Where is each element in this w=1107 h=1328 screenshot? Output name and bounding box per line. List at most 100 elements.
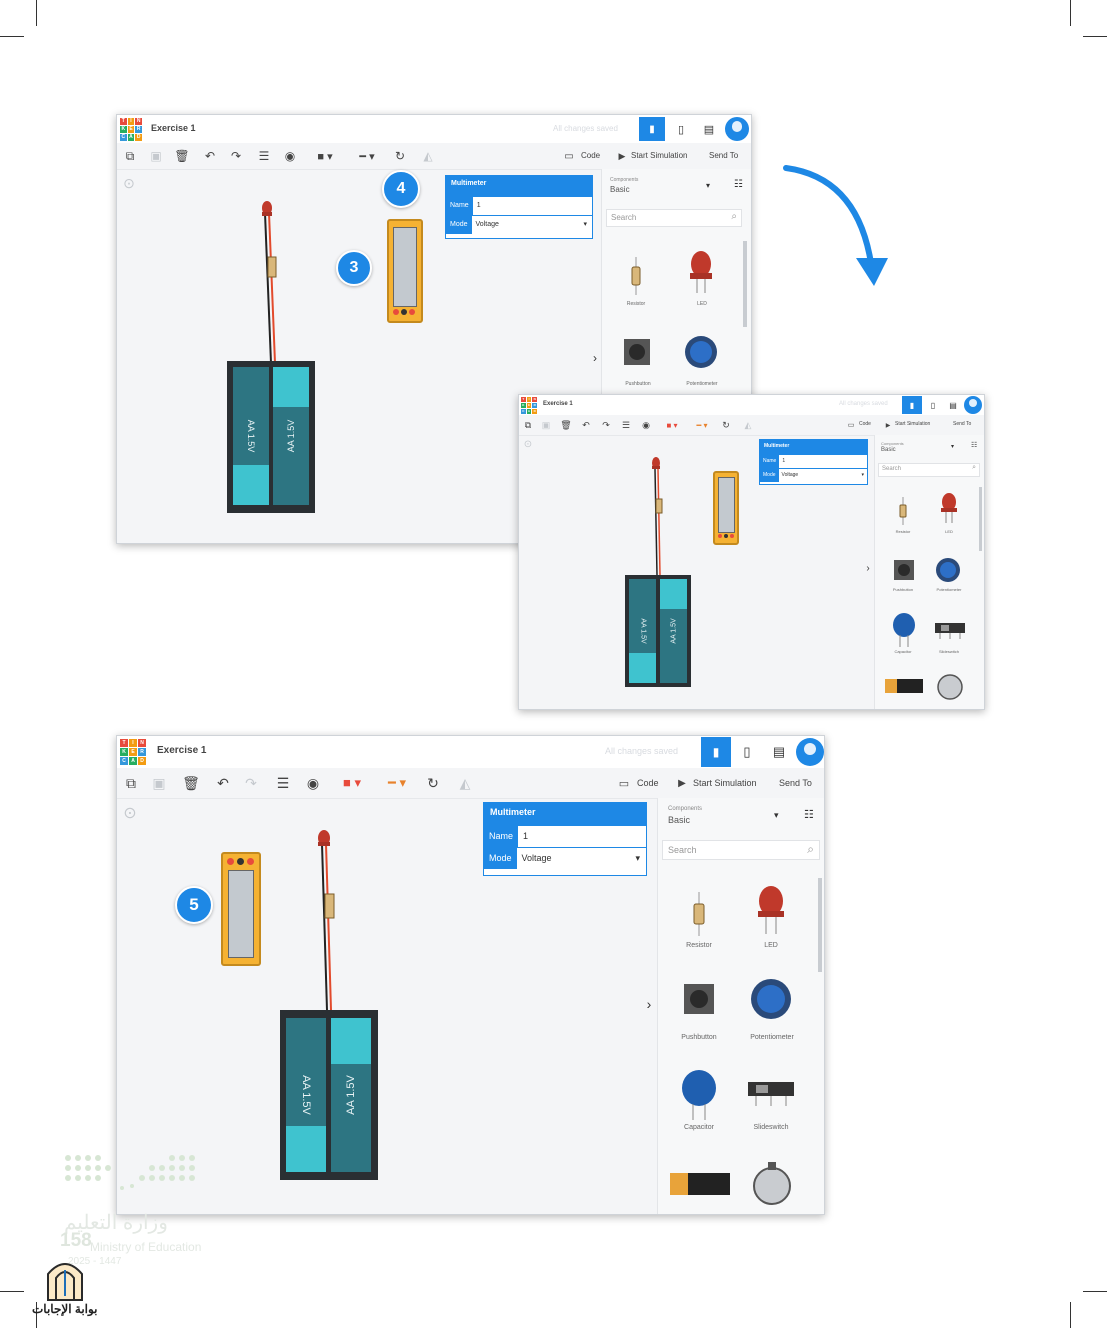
user-avatar[interactable] xyxy=(964,396,982,414)
delete-icon[interactable]: 🗑 xyxy=(174,149,190,163)
view-icon[interactable]: ◉ xyxy=(642,419,650,430)
name-field[interactable]: 1 xyxy=(782,458,786,464)
color-picker-icon[interactable]: ■ ▾ xyxy=(317,150,333,163)
resistor-icon[interactable] xyxy=(899,497,907,525)
component-list-icon[interactable]: ▯ xyxy=(743,744,751,759)
schematic-view-icon[interactable]: ▤ xyxy=(949,400,957,410)
play-icon[interactable]: ▶ xyxy=(678,777,686,789)
rotate-icon[interactable]: ↻ xyxy=(427,774,439,791)
circuit-canvas[interactable]: ⊙ AA 1.5V AA 1.5V Multimeter xyxy=(519,435,874,709)
slideswitch-icon[interactable] xyxy=(748,1078,794,1106)
led-icon[interactable] xyxy=(651,457,661,473)
circuit-canvas[interactable]: ⊙ AA 1.5V AA 1.5V Multimeter xyxy=(117,798,657,1214)
copy-icon[interactable]: ⧉ xyxy=(126,774,136,791)
code-button[interactable]: Code xyxy=(581,151,601,160)
play-icon[interactable]: ▶ xyxy=(618,150,626,161)
components-dropdown[interactable]: Basic xyxy=(881,447,896,453)
undo-icon[interactable]: ↶ xyxy=(204,149,216,163)
panel-scrollbar[interactable] xyxy=(979,487,982,551)
redo-icon[interactable]: ↷ xyxy=(230,149,242,163)
component-search[interactable]: Search ⌕ xyxy=(878,463,980,477)
color-picker-icon[interactable]: ■ ▾ xyxy=(343,775,361,790)
flip-icon[interactable]: ◭ xyxy=(744,419,752,430)
code-icon[interactable]: ▭ xyxy=(847,422,855,429)
paste-icon[interactable]: ▣ xyxy=(541,419,551,430)
components-dropdown[interactable]: Basic xyxy=(610,185,630,194)
rotate-icon[interactable]: ↻ xyxy=(722,419,730,430)
probe-terminal[interactable] xyxy=(393,309,399,315)
user-avatar[interactable] xyxy=(725,117,749,141)
chevron-down-icon[interactable]: ▾ xyxy=(861,472,864,478)
notes-icon[interactable]: ☰ xyxy=(258,149,270,163)
code-icon[interactable]: ▭ xyxy=(564,150,574,162)
undo-icon[interactable]: ↶ xyxy=(217,774,229,791)
led-icon[interactable] xyxy=(690,251,712,293)
schematic-view-icon[interactable]: ▤ xyxy=(703,123,715,136)
send-to-button[interactable]: Send To xyxy=(779,778,812,788)
code-button[interactable]: Code xyxy=(637,778,659,788)
mode-select[interactable]: Voltage xyxy=(475,221,499,228)
battery-pack[interactable]: AA 1.5V AA 1.5V xyxy=(625,575,691,687)
led-icon[interactable] xyxy=(758,886,784,934)
potentiometer-icon[interactable] xyxy=(750,978,792,1020)
circuit-view-icon[interactable]: ▮ xyxy=(701,737,731,767)
pushbutton-icon[interactable] xyxy=(682,982,716,1016)
paste-icon[interactable]: ▣ xyxy=(150,149,162,163)
wire-type-icon[interactable]: ━ ▾ xyxy=(696,420,708,430)
list-view-icon[interactable]: ☷ xyxy=(804,809,814,821)
rotate-icon[interactable]: ↻ xyxy=(394,149,406,163)
resistor-icon[interactable] xyxy=(630,257,642,295)
copy-icon[interactable]: ⧉ xyxy=(125,148,135,163)
battery-9v-icon[interactable] xyxy=(670,1170,730,1198)
schematic-view-icon[interactable]: ▤ xyxy=(772,744,786,759)
view-icon[interactable]: ◉ xyxy=(306,774,320,791)
wire-type-icon[interactable]: ━ ▾ xyxy=(388,775,406,790)
pushbutton-icon[interactable] xyxy=(622,337,652,367)
code-icon[interactable]: ▭ xyxy=(618,777,630,790)
user-avatar[interactable] xyxy=(796,738,824,766)
potentiometer-icon[interactable] xyxy=(684,335,718,369)
capacitor-icon[interactable] xyxy=(682,1070,716,1120)
probe-terminal[interactable] xyxy=(237,858,244,865)
name-field[interactable]: 1 xyxy=(523,831,529,841)
zoom-fit-icon[interactable]: ⊙ xyxy=(523,438,533,450)
multimeter[interactable] xyxy=(713,471,739,545)
capacitor-icon[interactable] xyxy=(893,613,915,647)
probe-terminal[interactable] xyxy=(409,309,415,315)
chevron-down-icon[interactable]: ▾ xyxy=(774,810,779,820)
zoom-fit-icon[interactable]: ⊙ xyxy=(123,805,137,822)
component-search[interactable]: Search ⌕ xyxy=(606,209,742,227)
wire-type-icon[interactable]: ━ ▾ xyxy=(359,150,375,163)
start-simulation-button[interactable]: Start Simulation xyxy=(693,778,757,788)
copy-icon[interactable]: ⧉ xyxy=(524,419,532,430)
multimeter[interactable] xyxy=(221,852,261,966)
redo-icon[interactable]: ↷ xyxy=(245,774,257,791)
probe-terminal[interactable] xyxy=(724,534,728,538)
panel-scrollbar[interactable] xyxy=(743,241,747,327)
multimeter[interactable] xyxy=(387,219,423,323)
delete-icon[interactable]: 🗑 xyxy=(182,774,200,791)
circuit-canvas[interactable]: ⊙ AA 1.5V AA 1.5V Multimeter xyxy=(117,169,601,543)
led-icon[interactable] xyxy=(261,201,273,221)
probe-terminal[interactable] xyxy=(718,534,722,538)
name-field[interactable]: 1 xyxy=(476,202,481,209)
led-icon[interactable] xyxy=(317,830,331,852)
component-list-icon[interactable]: ▯ xyxy=(930,400,936,410)
chevron-down-icon[interactable]: ▾ xyxy=(583,221,587,228)
potentiometer-icon[interactable] xyxy=(935,557,961,583)
flip-icon[interactable]: ◭ xyxy=(423,149,433,163)
battery-9v-icon[interactable] xyxy=(885,677,923,695)
led-icon[interactable] xyxy=(941,493,957,523)
chevron-down-icon[interactable]: ▾ xyxy=(706,181,711,190)
start-simulation-button[interactable]: Start Simulation xyxy=(631,151,688,160)
battery-pack[interactable]: AA 1.5V AA 1.5V xyxy=(280,1010,378,1180)
mode-select[interactable]: Voltage xyxy=(781,472,799,478)
notes-icon[interactable]: ☰ xyxy=(621,419,631,430)
battery-pack[interactable]: AA 1.5V AA 1.5V xyxy=(227,361,315,513)
slideswitch-icon[interactable] xyxy=(935,621,965,639)
component-search[interactable]: Search ⌕ xyxy=(662,840,820,860)
view-icon[interactable]: ◉ xyxy=(284,149,296,163)
list-view-icon[interactable]: ☷ xyxy=(971,442,978,449)
probe-terminal[interactable] xyxy=(227,858,234,865)
undo-icon[interactable]: ↶ xyxy=(582,419,590,430)
